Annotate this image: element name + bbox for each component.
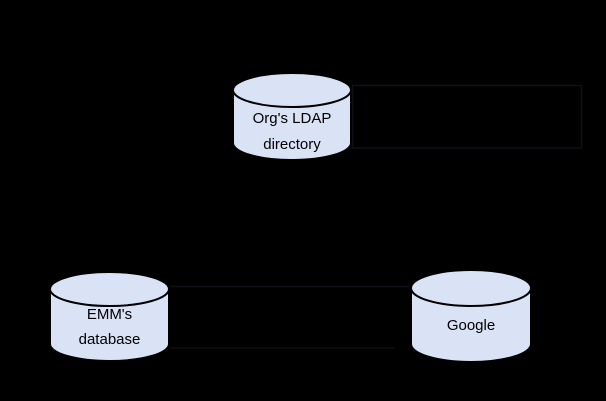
google-cylinder-body (410, 288, 532, 363)
emm-label-line1: EMM's (87, 306, 132, 323)
ldap-label-line2: directory (263, 136, 321, 153)
ldap-cylinder-top (232, 72, 352, 108)
ldap-label-line1: Org's LDAP (253, 110, 332, 127)
emm-cylinder-top (49, 271, 170, 307)
node-emm-database: EMM's database (49, 271, 170, 362)
google-label: Google (447, 317, 495, 334)
ldap-side-annotation-box (351, 84, 583, 149)
node-google: Google (410, 269, 532, 363)
emm-label-line2: database (79, 331, 141, 348)
ldap-cylinder-body (232, 90, 352, 161)
emm-cylinder-body (49, 289, 170, 362)
node-ldap-directory: Org's LDAP directory (232, 72, 352, 161)
google-cylinder-top (410, 269, 532, 307)
